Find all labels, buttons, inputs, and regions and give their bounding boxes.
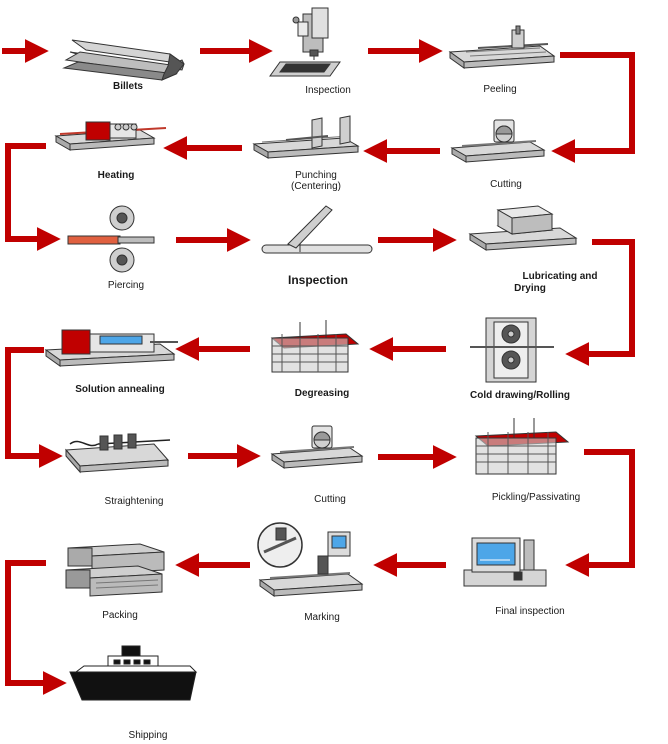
label-inspection-2: Inspection: [287, 273, 348, 287]
label-packing: Packing: [102, 610, 138, 621]
peeling-machine-icon: [448, 25, 556, 69]
inspection-monitor-icon: [463, 537, 547, 587]
label-solution-annealing: Solution annealing: [75, 384, 165, 395]
tube-inspection-icon: [261, 205, 373, 254]
label-straightening: Straightening: [104, 496, 164, 507]
heating-furnace-icon: [54, 121, 167, 151]
flow-arrow: [5, 560, 67, 695]
straightening-machine-icon: [64, 433, 171, 474]
flow-arrow: [565, 449, 635, 577]
label-lubricating-line2: Drying: [514, 283, 546, 294]
label-billets: Billets: [112, 81, 143, 92]
pickling-tank-icon: [474, 418, 570, 475]
label-heating: Heating: [97, 170, 135, 181]
flow-arrow: [5, 347, 63, 468]
cutting-saw-icon: [270, 425, 364, 469]
label-cutting-2: Cutting: [314, 494, 346, 505]
label-marking: Marking: [304, 612, 340, 623]
label-degreasing: Degreasing: [294, 388, 350, 399]
punching-machine-icon: [252, 115, 360, 159]
ship-icon: [69, 645, 198, 701]
packing-boxes-icon: [65, 543, 165, 597]
label-lubricating-line1: Lubricating and: [522, 271, 598, 282]
label-shipping: Shipping: [128, 730, 168, 741]
billets-icon: [62, 39, 185, 81]
inspection-machine-icon: [269, 7, 341, 77]
flow-arrow: [551, 52, 635, 163]
piercing-rolls-icon: [67, 205, 155, 273]
flow-arrows: [2, 39, 635, 695]
annealing-furnace-icon: [44, 329, 178, 367]
rolling-mill-icon: [470, 317, 554, 383]
lubricating-tank-icon: [468, 205, 578, 251]
label-final-inspection: Final inspection: [495, 606, 565, 617]
label-peeling: Peeling: [483, 84, 517, 95]
label-punching-line2: (Centering): [290, 181, 342, 192]
degreasing-tank-icon: [270, 320, 360, 373]
flow-arrow: [5, 143, 61, 251]
label-pickling: Pickling/Passivating: [491, 492, 581, 503]
label-cutting-1: Cutting: [490, 179, 522, 190]
label-inspection-1: Inspection: [305, 85, 351, 96]
label-punching-line1: Punching: [295, 170, 337, 181]
marking-machine-icon: [257, 522, 364, 597]
label-piercing: Piercing: [107, 280, 145, 291]
label-cold-drawing: Cold drawing/Rolling: [470, 390, 570, 401]
flow-arrow: [565, 239, 635, 366]
cutting-saw-icon: [450, 119, 546, 163]
